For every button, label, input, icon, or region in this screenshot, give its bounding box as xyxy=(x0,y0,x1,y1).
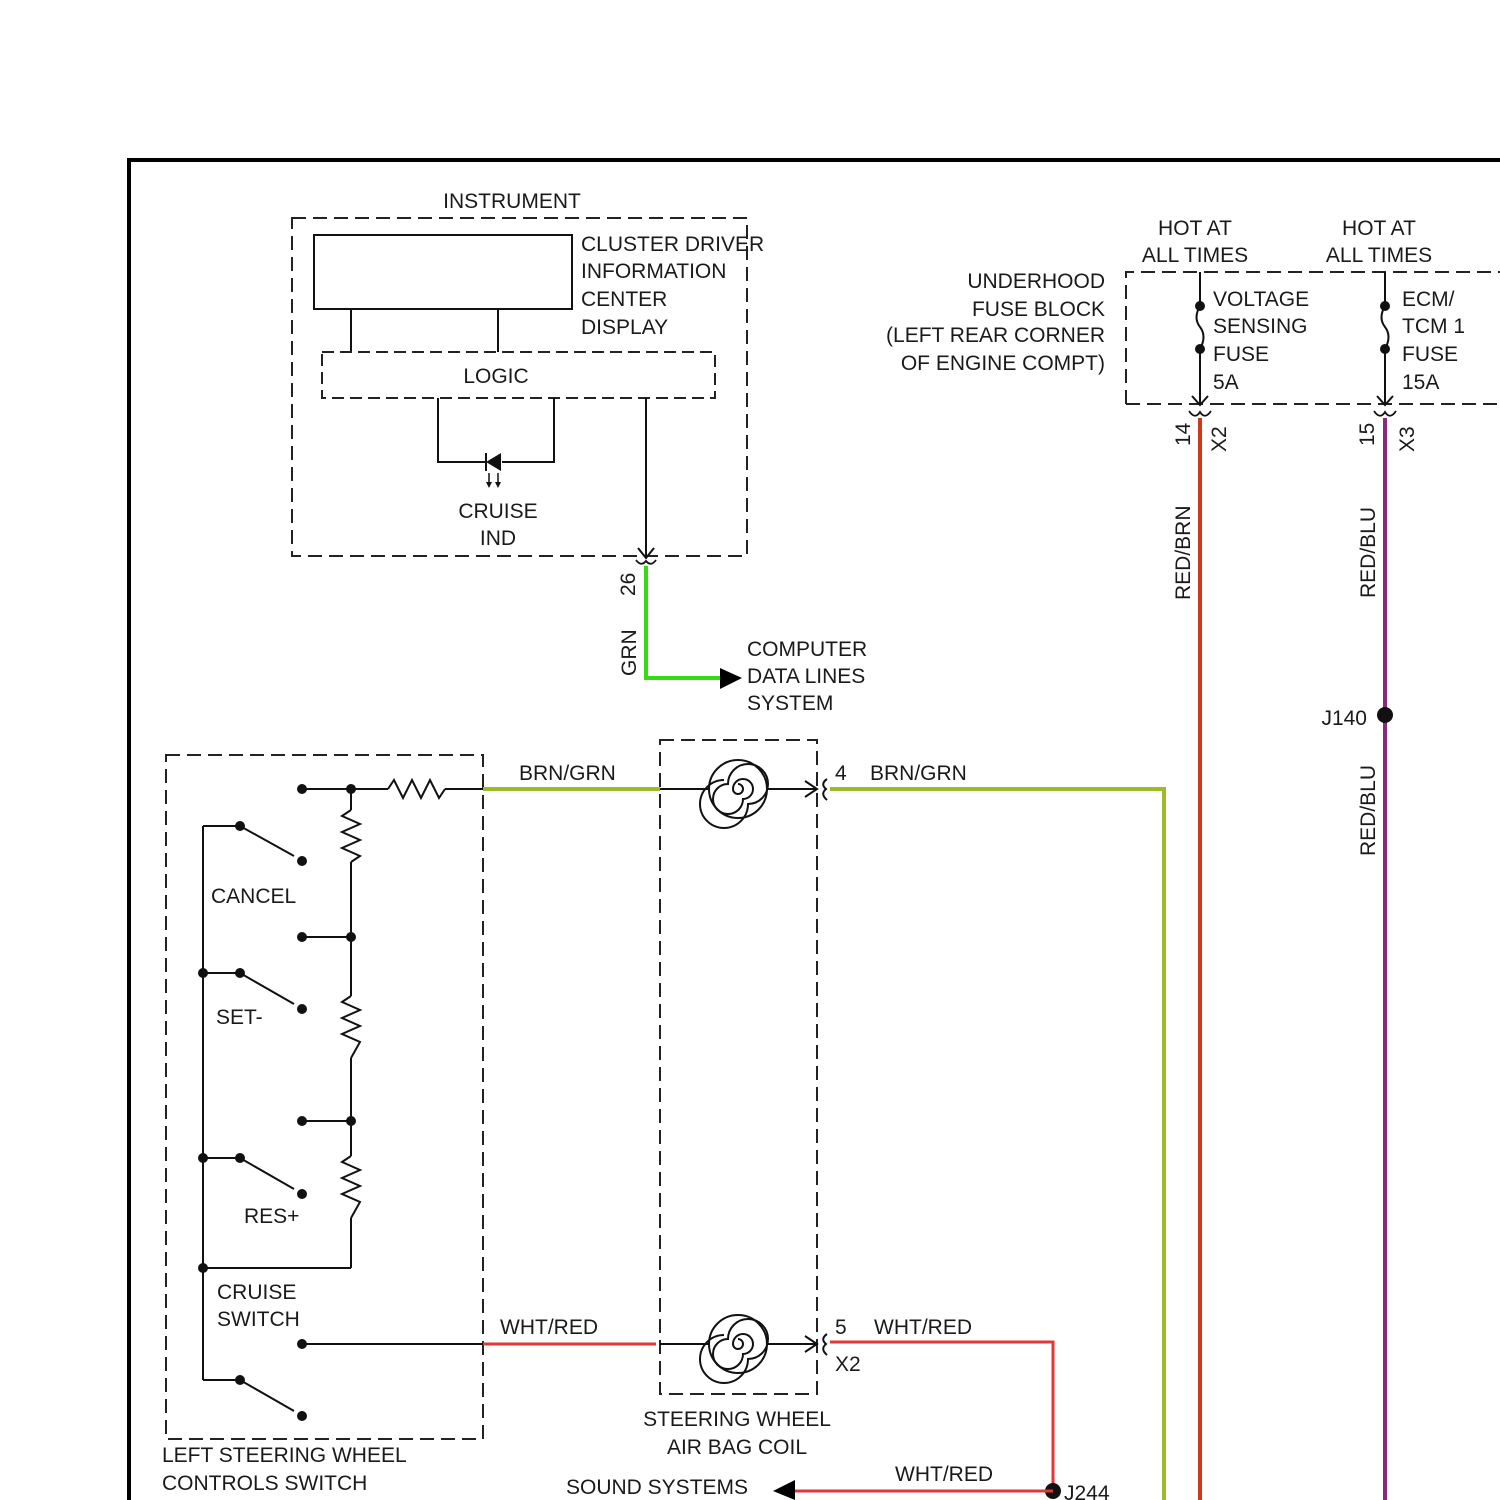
steering-switch-title-line1: LEFT STEERING WHEEL xyxy=(162,1444,407,1467)
brn-grn-wire-coil xyxy=(830,789,1164,1500)
data-lines-arrow-icon xyxy=(720,668,742,689)
bus-junction-res xyxy=(198,1153,208,1163)
red-blu-wire-label-lower: RED/BLU xyxy=(1357,765,1380,856)
page-frame xyxy=(129,160,1500,1500)
bus-junction-ladder xyxy=(198,1263,208,1273)
sound-systems-arrow-icon xyxy=(773,1480,795,1500)
splice-j140-label: J140 xyxy=(1321,707,1367,730)
steering-switch-outline xyxy=(166,755,483,1439)
grn-wire xyxy=(646,566,722,678)
steering-switch-title-line2: CONTROLS SWITCH xyxy=(162,1472,367,1495)
fuse-1-pin: 14 xyxy=(1172,422,1195,446)
fuse-block-label-line3: (LEFT REAR CORNER xyxy=(886,324,1105,347)
set-contact-top xyxy=(297,932,307,942)
fuse-2-connector: X3 xyxy=(1396,426,1419,452)
ladder-resistor-2-icon xyxy=(342,996,360,1058)
underhood-fuse-block: UNDERHOOD FUSE BLOCK (LEFT REAR CORNER O… xyxy=(886,217,1500,1500)
splice-j140-icon xyxy=(1377,707,1393,723)
dic-display-box xyxy=(314,235,572,309)
clockspring-coil-bottom-icon xyxy=(700,1315,768,1383)
sound-systems-label: SOUND SYSTEMS xyxy=(566,1476,748,1499)
ladder-resistor-3-icon xyxy=(342,1156,360,1218)
dic-label-line2: INFORMATION xyxy=(581,260,726,283)
fuse-block-label-line2: FUSE BLOCK xyxy=(972,298,1105,321)
coil-pin-4: 4 xyxy=(835,762,847,785)
connector-pin-5-icon xyxy=(823,1334,827,1355)
coil-connector-x2: X2 xyxy=(835,1353,861,1376)
wht-red-wire-coil-label: WHT/RED xyxy=(874,1316,972,1339)
fuse-2-name-line2: TCM 1 xyxy=(1402,315,1465,338)
wht-red-wire-sound-label: WHT/RED xyxy=(895,1463,993,1486)
sound-systems-branch: J244 WHT/RED SOUND SYSTEMS xyxy=(566,1463,1110,1500)
airbag-coil-title-line2: AIR BAG COIL xyxy=(667,1436,807,1459)
wht-red-wire-switch-label: WHT/RED xyxy=(500,1316,598,1339)
hot-at-label-1-line2: ALL TIMES xyxy=(1142,244,1248,267)
voltage-sensing-fuse-icon xyxy=(1189,272,1211,416)
cruise-indicator-led-icon xyxy=(486,453,501,488)
data-lines-label-line1: COMPUTER xyxy=(747,638,867,661)
red-brn-wire-label: RED/BRN xyxy=(1172,505,1195,600)
fuse-2-name-line3: FUSE xyxy=(1402,343,1458,366)
cruise-ind-label-line1: CRUISE xyxy=(458,500,537,523)
fuse-2-name-line4: 15A xyxy=(1402,371,1439,394)
ladder-node-3 xyxy=(346,1116,356,1126)
dic-label-line3: CENTER xyxy=(581,288,667,311)
cancel-label: CANCEL xyxy=(211,885,296,908)
dic-label-line4: DISPLAY xyxy=(581,316,668,339)
grn-wire-label: GRN xyxy=(618,629,641,676)
brn-grn-wire-switch-label: BRN/GRN xyxy=(519,762,616,785)
data-lines-label-line2: DATA LINES xyxy=(747,665,865,688)
hot-at-label-2-line1: HOT AT xyxy=(1342,217,1416,240)
fuse-1-name-line2: SENSING xyxy=(1213,315,1308,338)
cruise-switch-label-line2: SWITCH xyxy=(217,1308,300,1331)
fuse-block-label-line1: UNDERHOOD xyxy=(967,270,1105,293)
cancel-switch-icon xyxy=(235,821,307,866)
fuse-block-label-line4: OF ENGINE COMPT) xyxy=(901,352,1105,375)
data-lines-label-line3: SYSTEM xyxy=(747,692,833,715)
airbag-coil-outline xyxy=(660,740,817,1394)
ladder-resistor-1-icon xyxy=(342,810,360,862)
clockspring-coil-top-icon xyxy=(700,760,768,828)
fuse-2-name-line1: ECM/ xyxy=(1402,288,1455,311)
fuse-2-pin: 15 xyxy=(1356,423,1379,446)
series-resistor-icon xyxy=(388,780,445,798)
steering-wheel-airbag-coil: STEERING WHEEL AIR BAG COIL 4 BRN/GRN 5 … xyxy=(643,740,1164,1500)
res-contact-top xyxy=(297,1116,307,1126)
ecm-tcm-fuse-icon xyxy=(1374,272,1396,416)
instrument-title: INSTRUMENT xyxy=(443,190,581,213)
res-label: RES+ xyxy=(244,1205,299,1228)
ladder-node-2 xyxy=(346,932,356,942)
fuse-1-name-line4: 5A xyxy=(1213,371,1239,394)
red-blu-wire-label: RED/BLU xyxy=(1357,507,1380,598)
logic-label: LOGIC xyxy=(463,365,528,388)
steering-wheel-controls-switch: LEFT STEERING WHEEL CONTROLS SWITCH xyxy=(162,755,660,1495)
connector-pin-4-icon xyxy=(823,779,827,800)
coil-pin-5: 5 xyxy=(835,1316,847,1339)
hot-at-label-2-line2: ALL TIMES xyxy=(1326,244,1432,267)
res-switch-icon xyxy=(235,1153,307,1199)
fuse-1-name-line1: VOLTAGE xyxy=(1213,288,1309,311)
dic-label-line1: CLUSTER DRIVER xyxy=(581,233,764,256)
cancel-contact-top xyxy=(297,784,307,794)
fuse-1-name-line3: FUSE xyxy=(1213,343,1269,366)
set-label: SET- xyxy=(216,1006,263,1029)
cruise-on-off-switch-icon xyxy=(235,1375,307,1421)
instrument-cluster: INSTRUMENT CLUSTER DRIVER INFORMATION CE… xyxy=(292,190,867,715)
cruise-ind-label-line2: IND xyxy=(480,527,516,550)
airbag-coil-title-line1: STEERING WHEEL xyxy=(643,1408,831,1431)
fuse-1-connector: X2 xyxy=(1208,426,1231,452)
cruise-switch-label-line1: CRUISE xyxy=(217,1281,296,1304)
bus-junction-set xyxy=(198,968,208,978)
splice-j244-label: J244 xyxy=(1064,1482,1110,1500)
brn-grn-wire-coil-label: BRN/GRN xyxy=(870,762,967,785)
hot-at-label-1-line1: HOT AT xyxy=(1158,217,1232,240)
indicator-circuit xyxy=(438,398,554,462)
pin-26: 26 xyxy=(617,573,640,596)
